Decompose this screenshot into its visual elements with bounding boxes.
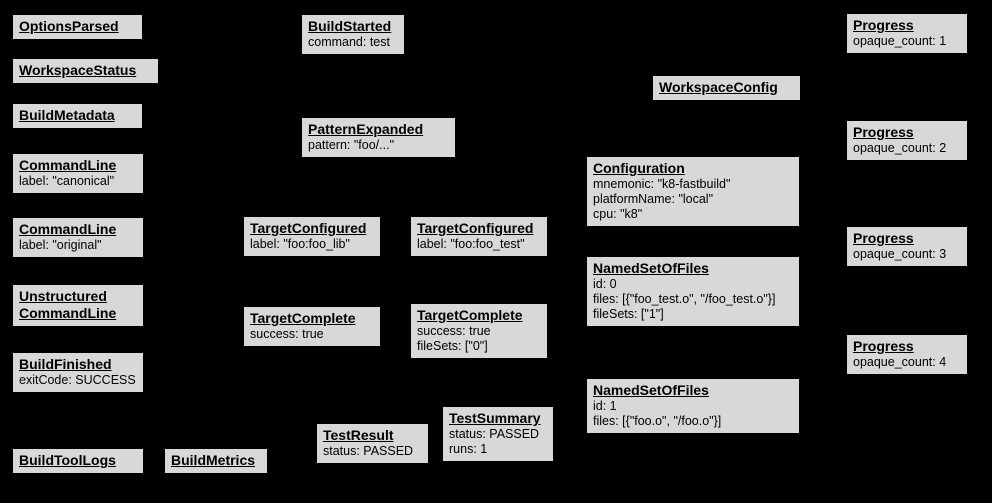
node-field: opaque_count: 2 [853,141,947,155]
node-field: id: 0 [593,277,617,291]
node-target-complete-test: TargetComplete success: true fileSets: [… [409,302,549,360]
node-title: BuildStarted [308,18,392,34]
node-pattern-expanded: PatternExpanded pattern: "foo/..." [300,116,457,159]
node-title: NamedSetOfFiles [593,260,709,276]
node-title: TargetConfigured [250,220,367,236]
node-title: BuildMetadata [19,107,115,123]
node-title: WorkspaceStatus [19,62,137,78]
node-progress-4: Progress opaque_count: 4 [845,333,969,376]
node-field: id: 1 [593,399,617,413]
node-target-complete-lib: TargetComplete success: true [242,305,382,348]
node-build-finished: BuildFinished exitCode: SUCCESS [11,351,145,394]
node-workspace-status: WorkspaceStatus [11,57,160,85]
node-field: cpu: "k8" [593,207,643,221]
node-title: TargetConfigured [417,220,534,236]
node-field: label: "canonical" [19,174,115,188]
node-field: opaque_count: 4 [853,355,947,369]
node-title: Progress [853,338,914,354]
node-field: fileSets: ["1"] [593,307,664,321]
node-progress-3: Progress opaque_count: 3 [845,225,969,268]
node-field: opaque_count: 1 [853,34,947,48]
node-title: WorkspaceConfig [659,79,778,95]
node-field: mnemonic: "k8-fastbuild" [593,177,731,191]
node-title: BuildMetrics [171,452,256,468]
node-title: Progress [853,17,914,33]
node-configuration: Configuration mnemonic: "k8-fastbuild" p… [585,155,801,228]
node-build-tool-logs: BuildToolLogs [11,447,145,475]
node-title: PatternExpanded [308,121,424,137]
node-field: fileSets: ["0"] [417,339,488,353]
node-title: CommandLine [19,157,117,173]
node-field: status: PASSED [449,427,540,441]
node-title: BuildFinished [19,356,112,372]
node-field: label: "foo:foo_test" [417,237,525,251]
node-build-metadata: BuildMetadata [11,102,144,130]
node-field: success: true [250,327,324,341]
node-field: success: true [417,324,491,338]
node-title: OptionsParsed [19,18,119,34]
node-progress-1: Progress opaque_count: 1 [845,12,969,55]
node-progress-2: Progress opaque_count: 2 [845,119,969,162]
node-test-summary: TestSummary status: PASSED runs: 1 [441,405,555,463]
node-title: TargetComplete [250,310,356,326]
node-field: runs: 1 [449,442,488,456]
node-title: TestResult [323,427,394,443]
node-title: Progress [853,230,914,246]
node-field: command: test [308,35,390,49]
node-build-started: BuildStarted command: test [300,13,406,56]
node-field: label: "foo:foo_lib" [250,237,350,251]
node-title: CommandLine [19,221,117,237]
node-title: Progress [853,124,914,140]
node-field: pattern: "foo/..." [308,138,395,152]
node-field: files: [{"foo_test.o", "/foo_test.o"}] [593,292,776,306]
node-options-parsed: OptionsParsed [11,13,144,41]
node-test-result: TestResult status: PASSED [315,422,430,465]
node-commandline-canonical: CommandLine label: "canonical" [11,152,145,195]
node-unstructured-commandline: Unstructured CommandLine [11,283,145,328]
node-title: BuildToolLogs [19,452,116,468]
node-title: TargetComplete [417,307,523,323]
node-field: platformName: "local" [593,192,714,206]
node-title: NamedSetOfFiles [593,382,709,398]
node-build-metrics: BuildMetrics [163,447,269,475]
node-field: exitCode: SUCCESS [19,373,136,387]
node-named-set-of-files-0: NamedSetOfFiles id: 0 files: [{"foo_test… [585,255,801,328]
node-named-set-of-files-1: NamedSetOfFiles id: 1 files: [{"foo.o", … [585,377,801,435]
node-commandline-original: CommandLine label: "original" [11,216,145,259]
node-field: files: [{"foo.o", "/foo.o"}] [593,414,722,428]
node-title: Configuration [593,160,685,176]
node-workspace-config: WorkspaceConfig [651,74,802,102]
node-field: label: "original" [19,238,102,252]
node-target-configured-foo-test: TargetConfigured label: "foo:foo_test" [409,215,549,258]
node-target-configured-foo-lib: TargetConfigured label: "foo:foo_lib" [242,215,382,258]
node-field: opaque_count: 3 [853,247,947,261]
node-field: status: PASSED [323,444,414,458]
node-title: Unstructured CommandLine [19,288,117,321]
node-title: TestSummary [449,410,541,426]
